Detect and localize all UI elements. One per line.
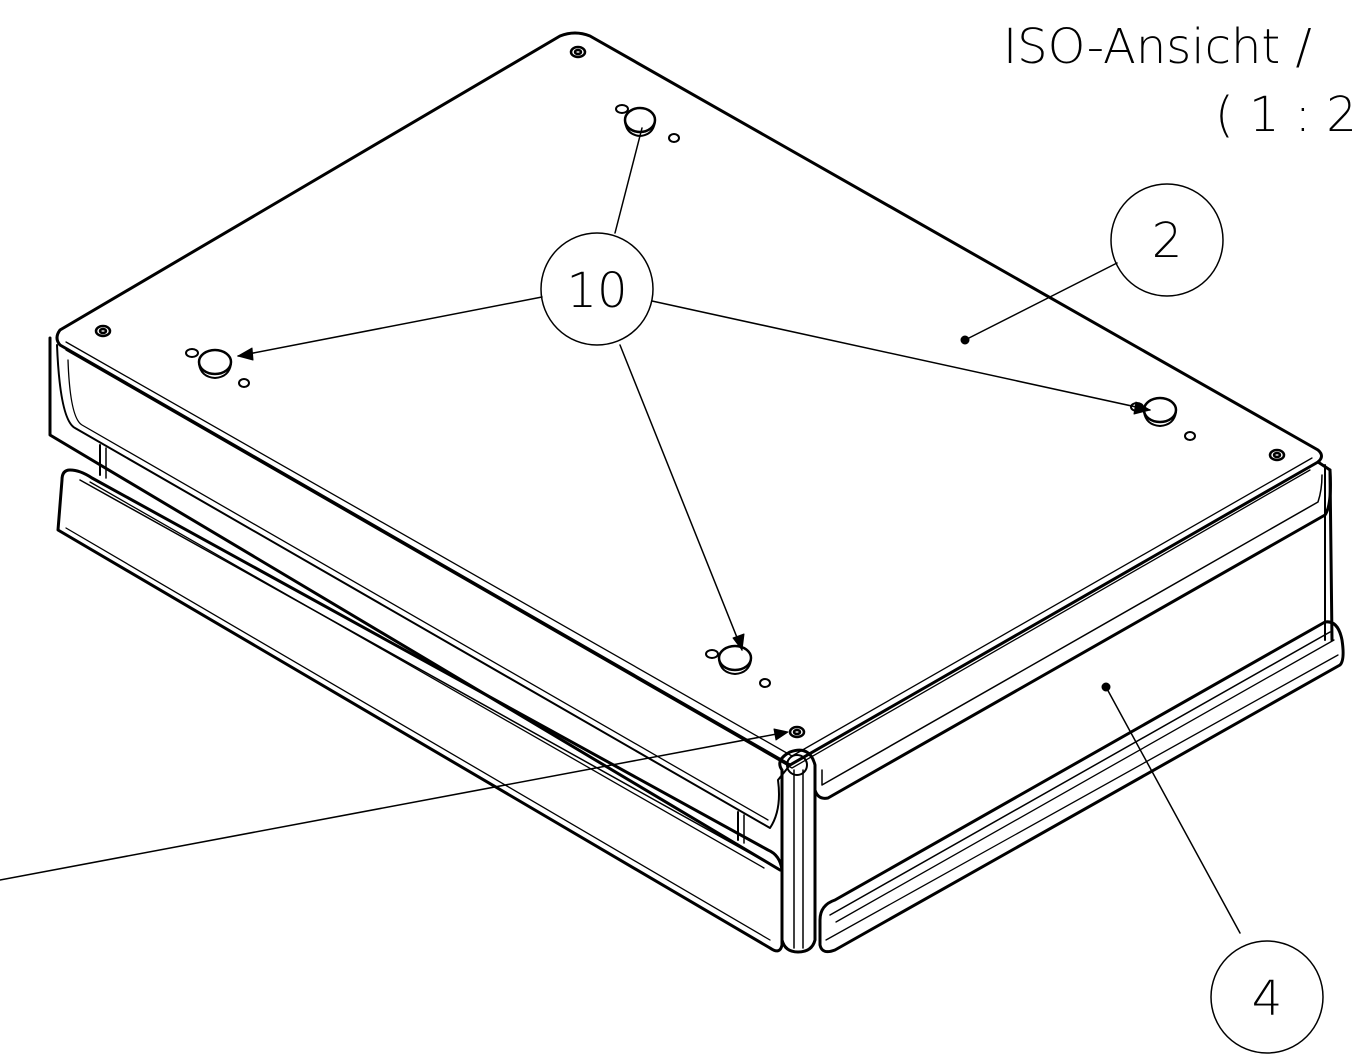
left-rail xyxy=(56,468,784,953)
hole-front xyxy=(788,725,806,739)
arrow-10-left xyxy=(237,347,254,361)
hole-top xyxy=(569,45,587,59)
view-title: ISO-Ansicht / xyxy=(1003,19,1312,75)
foot-front xyxy=(705,644,771,688)
arrow-offpage xyxy=(773,728,789,741)
leader-terminators xyxy=(237,335,1151,741)
arrow-10-right xyxy=(1133,401,1151,415)
dot-2 xyxy=(960,335,970,345)
leader-4 xyxy=(1105,686,1241,934)
foot-left xyxy=(185,348,250,388)
balloon-4-circle xyxy=(1210,940,1324,1054)
leader-left-offpage xyxy=(0,732,783,881)
top-plate xyxy=(55,31,1323,769)
hole-right xyxy=(1268,448,1286,462)
balloon-2-label: 2 xyxy=(1152,213,1183,269)
leader-10-top xyxy=(614,127,643,234)
balloon-10-label: 10 xyxy=(566,263,627,319)
left-side-wall xyxy=(48,336,791,872)
balloon-4-label: 4 xyxy=(1252,971,1283,1027)
arrow-10-front xyxy=(732,633,745,651)
balloon-2-circle xyxy=(1110,183,1224,297)
right-side-wall xyxy=(813,460,1334,800)
hole-left xyxy=(94,324,112,338)
dot-4 xyxy=(1101,682,1111,692)
balloon-10-circle xyxy=(540,232,654,346)
front-corner-post xyxy=(778,748,817,954)
leader-10-front xyxy=(619,344,743,651)
leader-10-left xyxy=(237,296,543,357)
leader-10-right xyxy=(651,300,1151,411)
leader-2 xyxy=(964,262,1118,341)
corner-holes xyxy=(94,45,1286,739)
right-rail xyxy=(818,620,1345,954)
leader-lines xyxy=(0,127,1241,934)
view-scale: ( 1 : 2 xyxy=(1215,87,1357,143)
foot-top xyxy=(615,104,680,143)
